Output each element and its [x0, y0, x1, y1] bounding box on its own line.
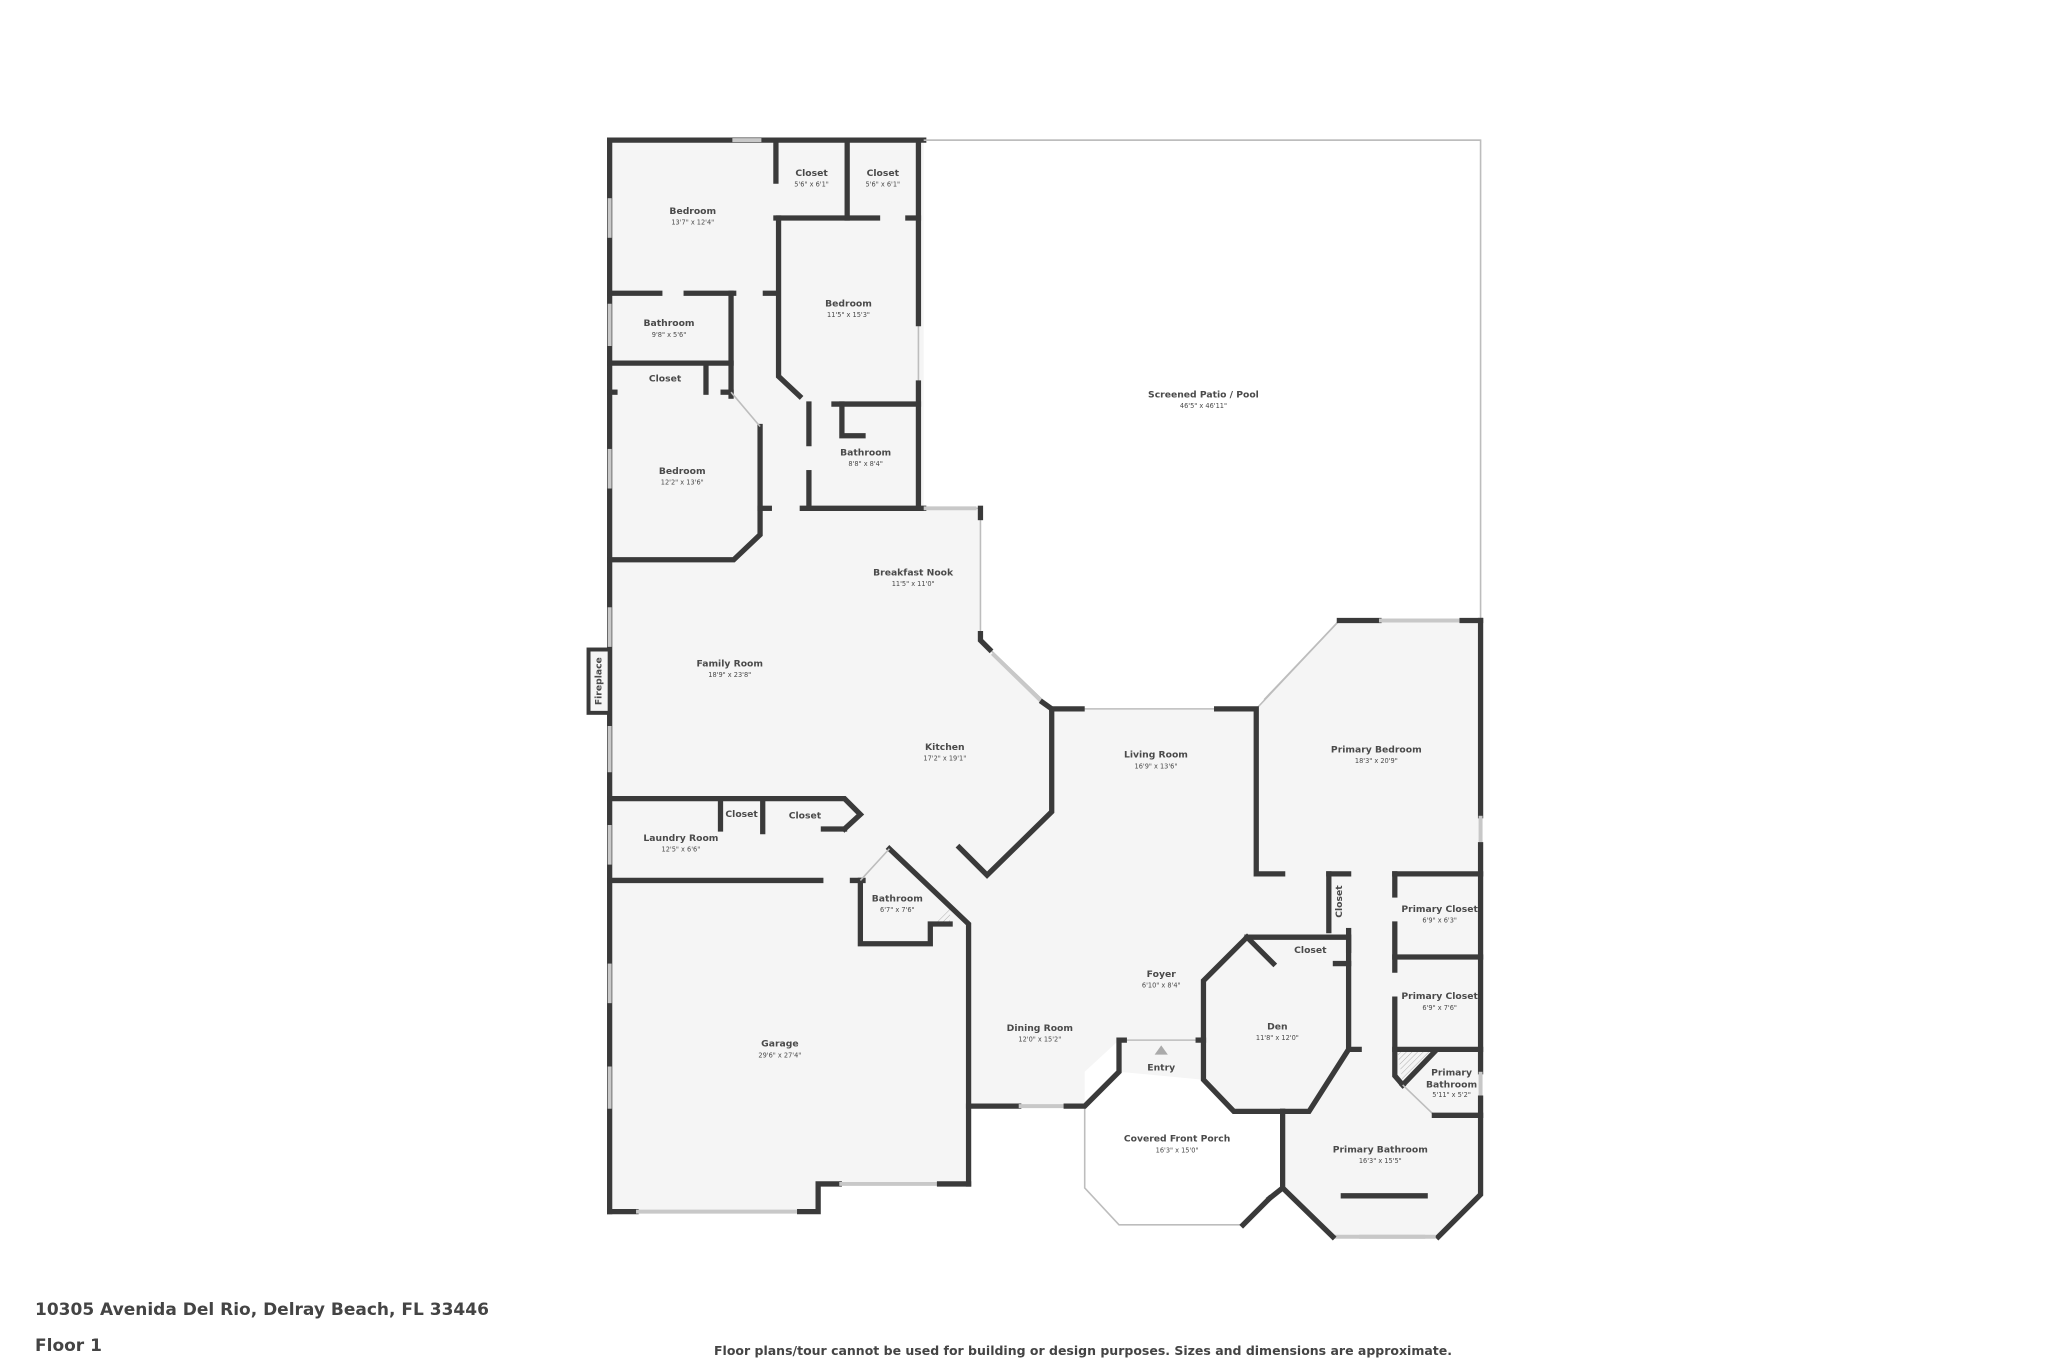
room-label: Closet: [1294, 945, 1327, 956]
room-label: Living Room: [1124, 750, 1188, 761]
room-dims: 11'5" x 15'3": [827, 311, 870, 319]
room-dims: 11'8" x 12'0": [1256, 1034, 1299, 1042]
fireplace: [586, 647, 612, 715]
room-dims: 6'7" x 7'6": [880, 906, 914, 914]
room-label: Kitchen: [925, 742, 965, 753]
interior-floor: [609, 140, 1481, 1237]
hatched-area: [1397, 1051, 1432, 1083]
room-label: Primary Bedroom: [1331, 744, 1422, 755]
room-label: Bathroom: [1426, 1080, 1477, 1091]
room-dims: 5'6" x 6'1": [794, 180, 828, 188]
room-dims: 13'7" x 12'4": [671, 219, 714, 227]
entry-label: Entry: [1147, 1062, 1175, 1073]
room-dims: 18'3" x 20'9": [1355, 757, 1398, 765]
disclaimer: Floor plans/tour cannot be used for buil…: [714, 1343, 1452, 1358]
room-label: Bedroom: [669, 206, 716, 217]
room-dims: 17'2" x 19'1": [923, 754, 966, 762]
room-label: Primary Bathroom: [1333, 1144, 1428, 1155]
room-dims: 16'9" x 13'6": [1135, 762, 1178, 770]
room-dims: 6'9" x 7'6": [1422, 1004, 1456, 1012]
room-label: Bathroom: [872, 894, 923, 905]
room-label: Covered Front Porch: [1124, 1134, 1230, 1145]
room-label: Primary Closet: [1401, 991, 1478, 1002]
room-label: Bathroom: [840, 448, 891, 459]
room-dims: 9'8" x 5'6": [652, 331, 686, 339]
room-label: Primary Closet: [1401, 904, 1478, 915]
room-label: Closet: [649, 374, 682, 385]
room-label: Closet: [725, 809, 758, 820]
walls: [586, 137, 1484, 1241]
room-dims: 5'6" x 6'1": [866, 180, 900, 188]
room-dims: 5'11" x 5'2": [1432, 1091, 1471, 1099]
room-label: Garage: [761, 1039, 798, 1050]
entry-arrow-icon: [1154, 1045, 1168, 1055]
room-label: Bedroom: [659, 466, 706, 477]
floor-label: Floor 1: [35, 1336, 102, 1356]
room-label: Bathroom: [644, 318, 695, 329]
room-label: Dining Room: [1007, 1023, 1073, 1034]
room-label: Foyer: [1147, 969, 1177, 980]
room-dims: 8'8" x 8'4": [848, 460, 882, 468]
address: 10305 Avenida Del Rio, Delray Beach, FL …: [35, 1300, 489, 1320]
room-label: Den: [1267, 1022, 1287, 1033]
room-dims: 16'3" x 15'0": [1156, 1146, 1199, 1154]
room-label: Closet: [1334, 885, 1345, 918]
room-dims: 12'0" x 15'2": [1018, 1035, 1061, 1043]
room-dims: 6'9" x 6'3": [1422, 917, 1456, 925]
room-dims: 6'10" x 8'4": [1142, 981, 1181, 989]
room-label: Closet: [795, 168, 828, 179]
fireplace-label: Fireplace: [594, 657, 605, 705]
room-dims: 12'5" x 6'6": [662, 845, 701, 853]
room-label: Bedroom: [825, 298, 872, 309]
room-dims: 16'3" x 15'5": [1359, 1157, 1402, 1165]
room-label: Screened Patio / Pool: [1148, 389, 1259, 400]
room-dims: 11'5" x 11'0": [892, 580, 935, 588]
room-label: Closet: [867, 168, 900, 179]
room-label: Laundry Room: [643, 833, 718, 844]
room-dims: 18'9" x 23'8": [708, 671, 751, 679]
room-dims: 46'5" x 46'11": [1180, 402, 1227, 410]
room-label: Closet: [789, 810, 822, 821]
room-dims: 12'2" x 13'6": [661, 479, 704, 487]
room-dims: 29'6" x 27'4": [758, 1051, 801, 1059]
room-label: Primary: [1431, 1068, 1472, 1079]
room-label: Family Room: [696, 659, 763, 670]
room-label: Breakfast Nook: [873, 568, 954, 579]
